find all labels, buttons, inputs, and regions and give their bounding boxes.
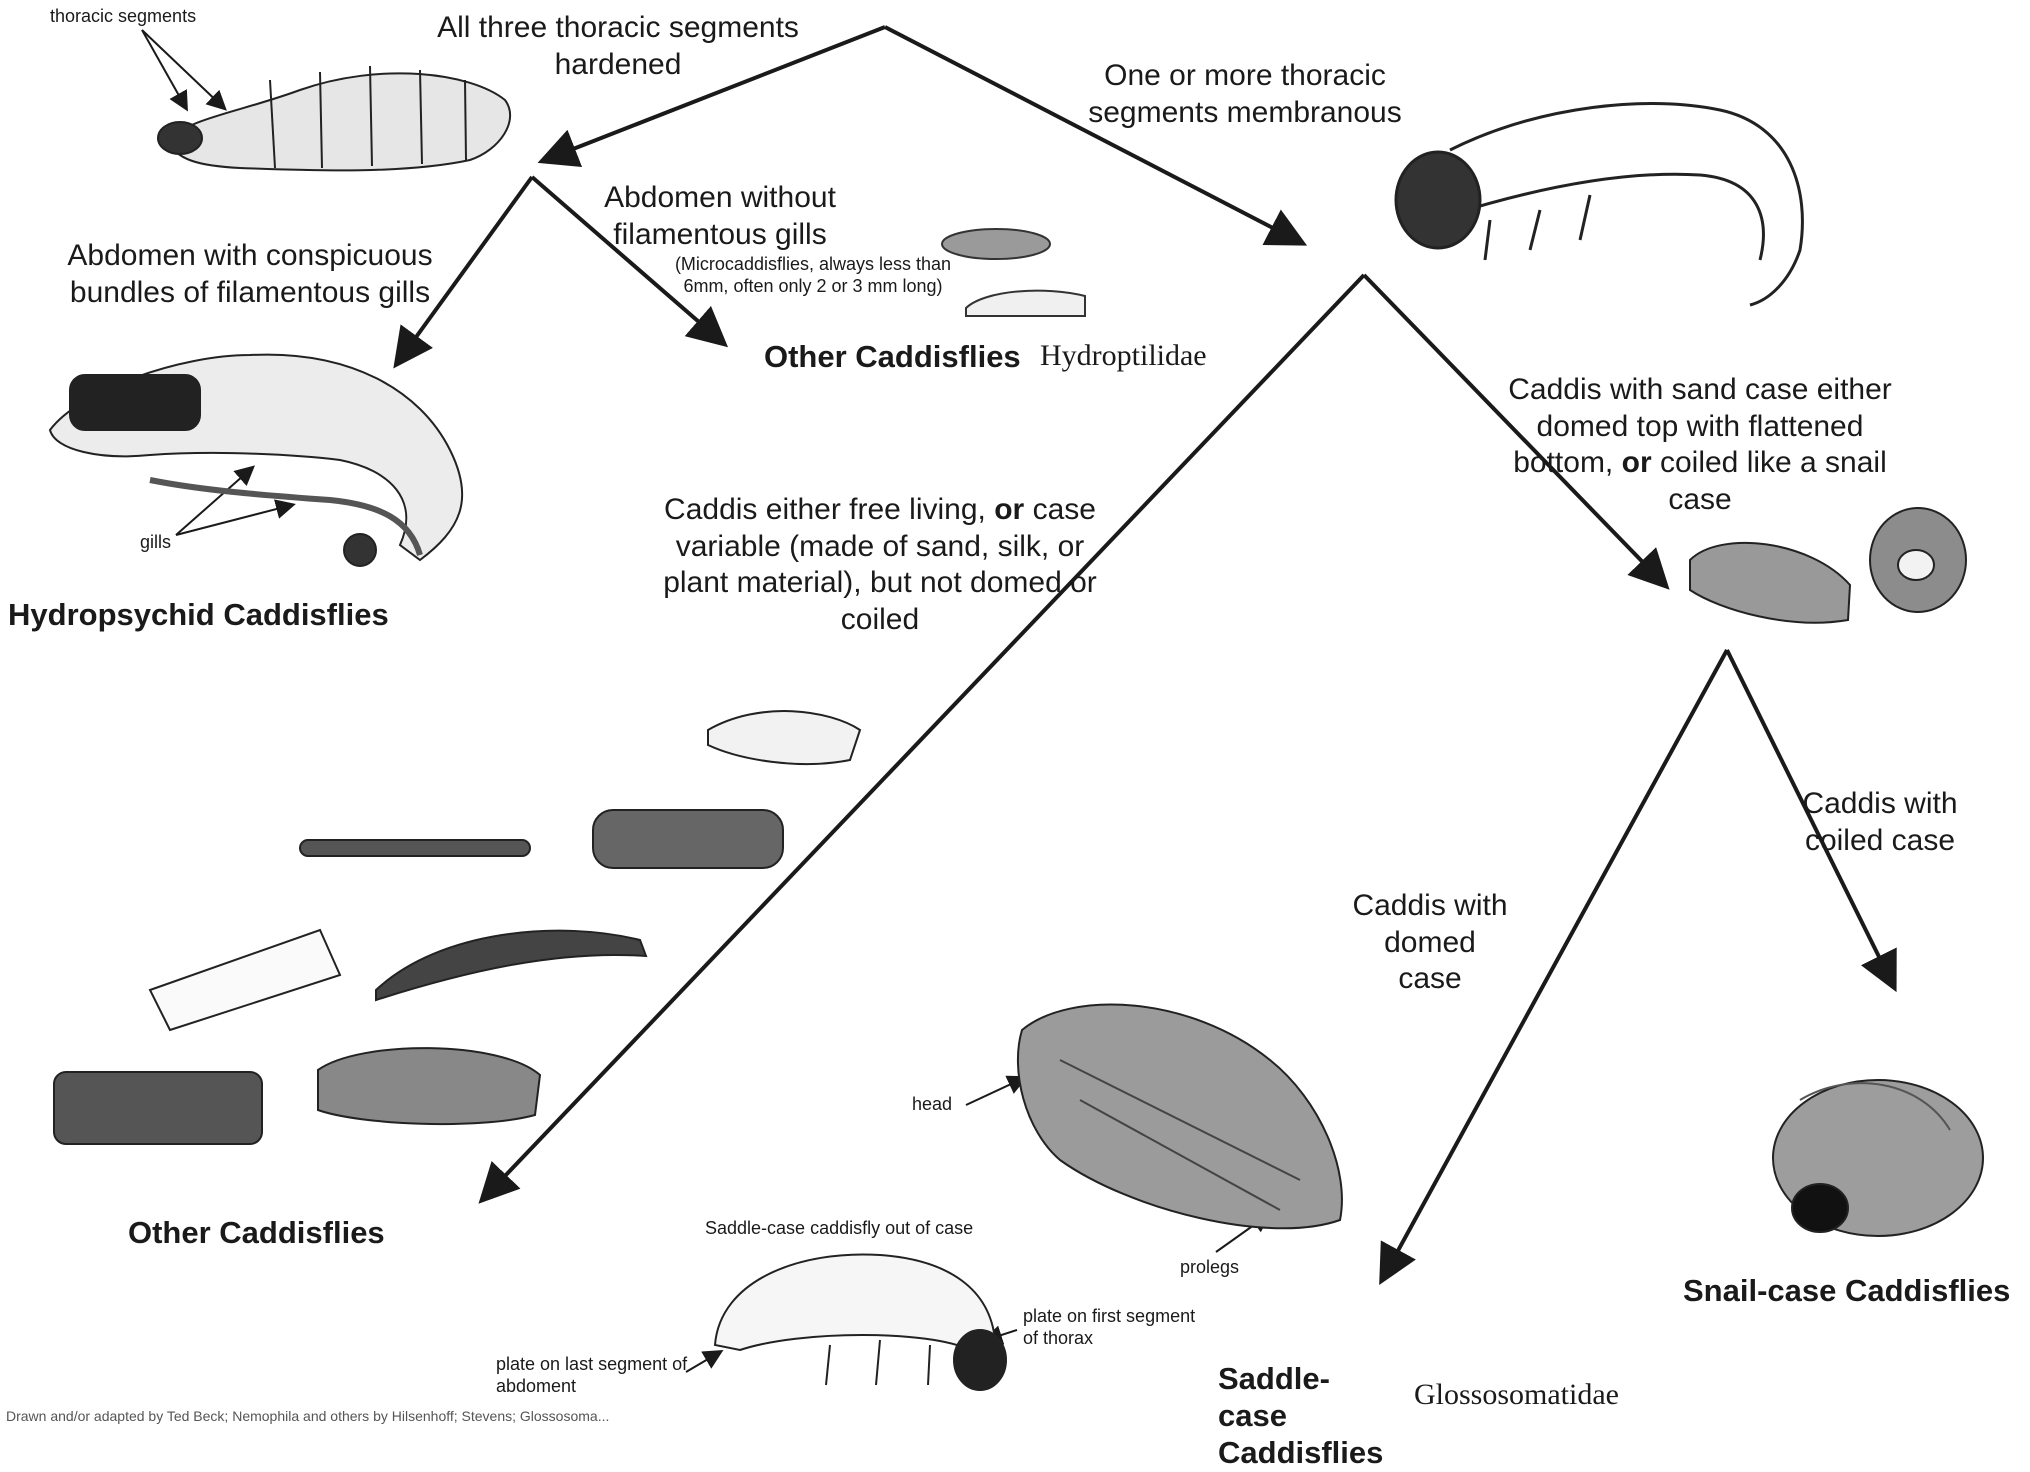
branch-abdomen-without-gills: Abdomen without filamentous gills — [580, 180, 860, 253]
title-saddle-case: Saddle-case Caddisflies — [1218, 1360, 1398, 1472]
hydropsychid-larva-illustration — [50, 355, 462, 566]
plate-first-thorax-label: plate on first segment of thorax — [1023, 1306, 1203, 1349]
plate-last-abdomen-label: plate on last segment of abdoment — [496, 1354, 691, 1397]
thoracic-segments-label: thoracic segments — [50, 6, 196, 28]
family-hydroptilidae: Hydroptilidae — [1040, 339, 1207, 373]
other-caddis-cases-illustration — [54, 711, 860, 1144]
branch-coiled-case: Caddis with coiled case — [1800, 786, 1960, 859]
saddle-case-illustration — [1018, 1005, 1342, 1229]
prolegs-label: prolegs — [1180, 1257, 1239, 1279]
branch-free-living: Caddis either free living, or case varia… — [640, 492, 1120, 638]
saddle-out-of-case-label: Saddle-case caddisfly out of case — [705, 1218, 973, 1240]
branch-sand-case: Caddis with sand case either domed top w… — [1490, 372, 1910, 518]
saddle-larva-out-of-case-illustration — [715, 1254, 1006, 1390]
larva-membranous-thorax-illustration — [1396, 103, 1802, 305]
branch-one-or-more-membranous: One or more thoracic segments membranous — [1040, 58, 1450, 131]
branch-abdomen-with-gills: Abdomen with conspicuous bundles of fila… — [40, 238, 460, 311]
title-snail-case: Snail-case Caddisflies — [1683, 1272, 2010, 1309]
microcaddisflies-note: (Microcaddisflies, always less than 6mm,… — [668, 254, 958, 297]
title-other-caddisflies-bottom: Other Caddisflies — [128, 1214, 385, 1251]
microcaddis-illustration — [942, 229, 1085, 316]
branch-domed-case: Caddis with domed case — [1350, 888, 1510, 998]
title-hydropsychid: Hydropsychid Caddisflies — [8, 596, 389, 633]
snail-case-illustration — [1773, 1080, 1983, 1236]
head-label: head — [912, 1094, 952, 1116]
branch-all-three-hardened: All three thoracic segments hardened — [418, 10, 818, 83]
sand-case-illustration — [1690, 508, 1966, 623]
illustrations — [0, 0, 2030, 1427]
family-glossosomatidae: Glossosomatidae — [1414, 1378, 1619, 1412]
credit-text: Drawn and/or adapted by Ted Beck; Nemoph… — [6, 1408, 609, 1424]
gills-label: gills — [140, 532, 171, 554]
title-other-caddisflies-top: Other Caddisflies — [764, 338, 1021, 375]
